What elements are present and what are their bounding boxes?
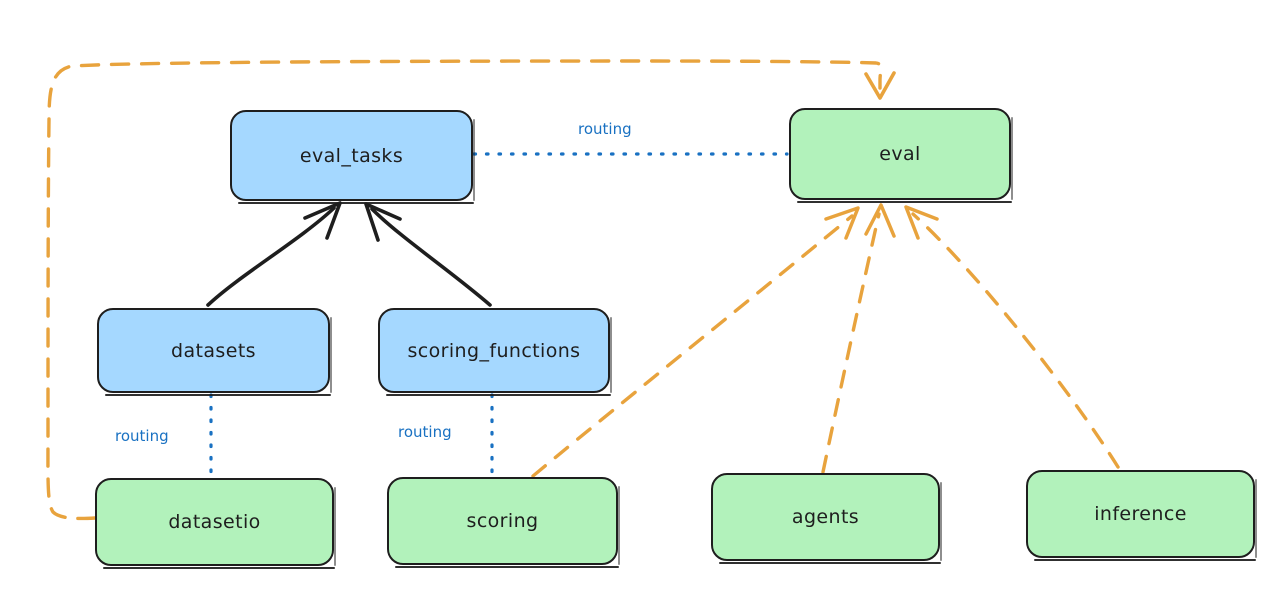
edge-inference-to-eval	[904, 205, 1120, 469]
node-datasets[interactable]: datasets	[97, 308, 332, 397]
node-datasetio[interactable]: datasetio	[95, 478, 336, 570]
node-scoring[interactable]: scoring	[387, 477, 620, 569]
node-agents[interactable]: agents	[711, 473, 942, 565]
edge-scoring_functions-to-eval_tasks	[364, 202, 492, 307]
node-label: datasetio	[168, 511, 261, 533]
edge-scoring-to-eval	[531, 206, 860, 478]
edge-agents-to-eval	[821, 203, 896, 474]
edge-label-routing-datasets: routing	[115, 427, 169, 445]
node-label: eval	[879, 143, 921, 165]
node-eval[interactable]: eval	[789, 108, 1013, 204]
edge-datasets-to-eval_tasks	[206, 201, 342, 307]
node-eval-tasks[interactable]: eval_tasks	[230, 110, 475, 205]
node-label: datasets	[171, 339, 256, 362]
node-label: inference	[1094, 503, 1187, 525]
edge-label-routing-eval-tasks: routing	[578, 120, 632, 138]
edge-label-routing-scoring-functions: routing	[398, 423, 452, 441]
edge-datasetio-to-eval	[46, 59, 896, 521]
node-label: eval_tasks	[299, 144, 404, 167]
node-label: scoring	[466, 510, 539, 532]
node-label: agents	[791, 506, 860, 528]
node-scoring-functions[interactable]: scoring_functions	[378, 308, 612, 397]
node-label: scoring_functions	[407, 339, 581, 362]
node-inference[interactable]: inference	[1026, 470, 1257, 562]
